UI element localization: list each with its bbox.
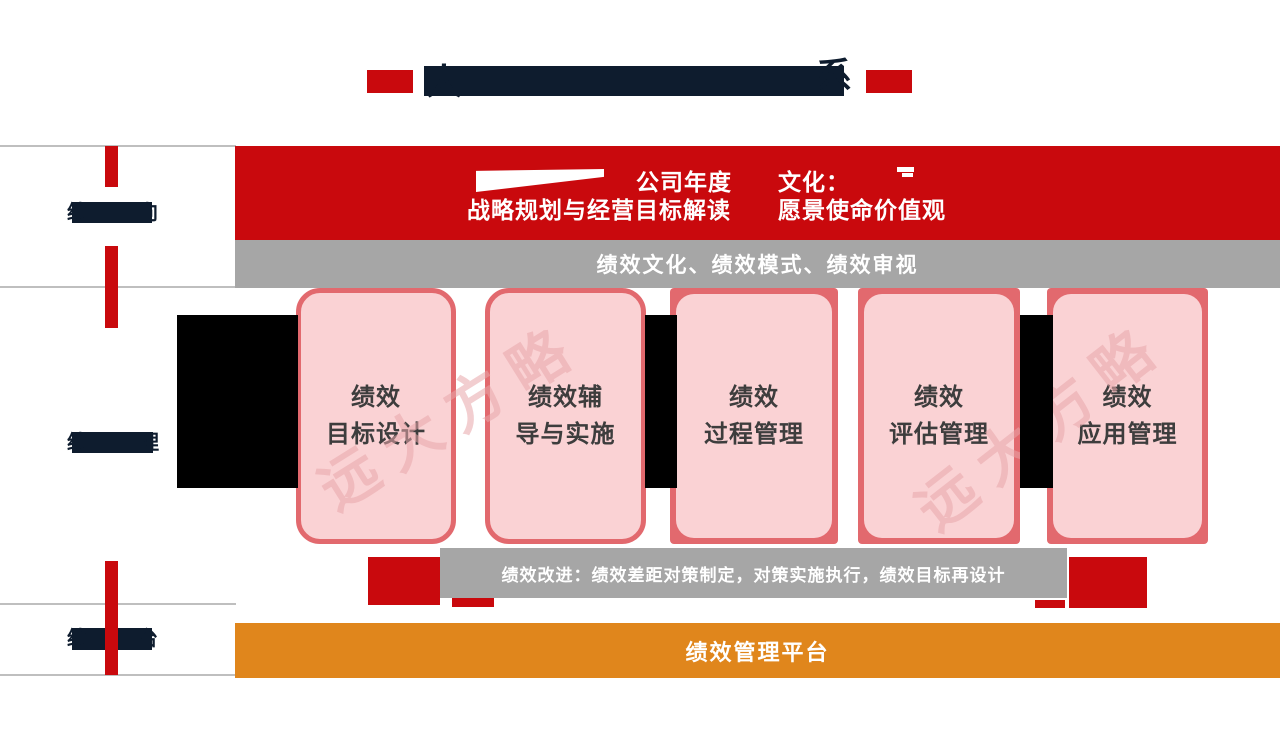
title-accent-right — [866, 70, 912, 93]
strategy-band: 公司年度 战略规划与经营目标解读 文化： 愿景使命价值观 — [235, 146, 1280, 240]
row1-end-char: 向 — [138, 202, 158, 224]
card1-line1: 绩效 — [351, 384, 401, 411]
row3-start-char: 绩 — [67, 628, 87, 650]
title-redaction-bar: 人 系 — [424, 58, 852, 100]
row3-end-char: 台 — [138, 628, 158, 650]
black-connector-3 — [1020, 315, 1053, 488]
card-evaluation-management: 绩效 评估管理 — [858, 288, 1020, 544]
black-connector-2 — [645, 315, 677, 488]
strategy-redaction-wedge — [476, 169, 604, 192]
card4-line2: 评估管理 — [889, 421, 989, 448]
row-divider-1 — [0, 145, 236, 147]
title-accent-left — [367, 70, 413, 93]
row2-start-char: 绩 — [67, 432, 87, 454]
card-evaluation-inner — [864, 294, 1014, 538]
row-divider-3 — [0, 603, 236, 605]
platform-band: 绩效管理平台 — [235, 623, 1280, 678]
card-process-text: 绩效 过程管理 — [670, 288, 838, 544]
row-divider-4 — [0, 674, 236, 676]
card3-line1: 绩效 — [729, 384, 779, 411]
card-evaluation-text: 绩效 评估管理 — [858, 288, 1020, 544]
card2-line1: 绩效辅 — [528, 384, 603, 411]
card-coaching-implementation: 绩效辅 导与实施 — [485, 288, 646, 544]
card3-line2: 过程管理 — [704, 421, 804, 448]
card-goal-design: 绩效 目标设计 — [296, 288, 456, 544]
strategy-line1: 公司年度 — [636, 169, 732, 195]
platform-band-text: 绩效管理平台 — [685, 639, 830, 665]
card-coaching-text: 绩效辅 导与实施 — [490, 293, 641, 539]
card1-line2: 目标设计 — [326, 421, 426, 448]
improvement-bar: 绩效改进：绩效差距对策制定，对策实施执行，绩效目标再设计 — [440, 548, 1067, 598]
culture-redaction-mark-2 — [902, 173, 913, 177]
improvement-red-patch-right — [1069, 557, 1147, 608]
strategy-line2: 战略规划与经营目标解读 — [467, 197, 731, 223]
card5-line2: 应用管理 — [1077, 421, 1178, 448]
row-label-management: 绩 理 — [67, 432, 159, 453]
performance-culture-bar: 绩效文化、绩效模式、绩效审视 — [235, 240, 1280, 288]
improvement-red-patch-left-tip — [452, 598, 494, 607]
card-application-inner — [1053, 294, 1202, 538]
card2-line2: 导与实施 — [515, 421, 616, 448]
card4-line1: 绩效 — [914, 384, 964, 411]
card-process-management: 绩效 过程管理 — [670, 288, 838, 544]
card-goal-design-text: 绩效 目标设计 — [301, 293, 451, 539]
culture-redaction-mark-1 — [897, 167, 914, 172]
improvement-red-patch-right-tip — [1035, 600, 1065, 608]
red-connector-middle — [105, 246, 118, 328]
row1-start-char: 绩 — [67, 202, 87, 224]
card-application-management: 绩效 应用管理 — [1047, 288, 1208, 544]
culture-line1: 文化： — [778, 169, 850, 195]
red-connector-top — [105, 146, 118, 187]
title-first-char: 人 — [426, 61, 463, 102]
improvement-bar-text: 绩效改进：绩效差距对策制定，对策实施执行，绩效目标再设计 — [501, 565, 1006, 585]
improvement-red-patch-left — [368, 557, 440, 605]
red-connector-bottom — [105, 561, 118, 675]
card-application-text: 绩效 应用管理 — [1047, 288, 1208, 544]
title-last-char: 系 — [815, 55, 852, 96]
black-connector-1 — [177, 315, 298, 488]
row-label-orientation: 绩 向 — [67, 202, 158, 223]
card-process-inner — [676, 294, 832, 538]
card5-line1: 绩效 — [1102, 384, 1153, 411]
row-divider-2 — [0, 286, 236, 288]
performance-culture-text: 绩效文化、绩效模式、绩效审视 — [596, 254, 919, 277]
row2-end-char: 理 — [139, 432, 159, 454]
culture-line2: 愿景使命价值观 — [778, 197, 946, 223]
